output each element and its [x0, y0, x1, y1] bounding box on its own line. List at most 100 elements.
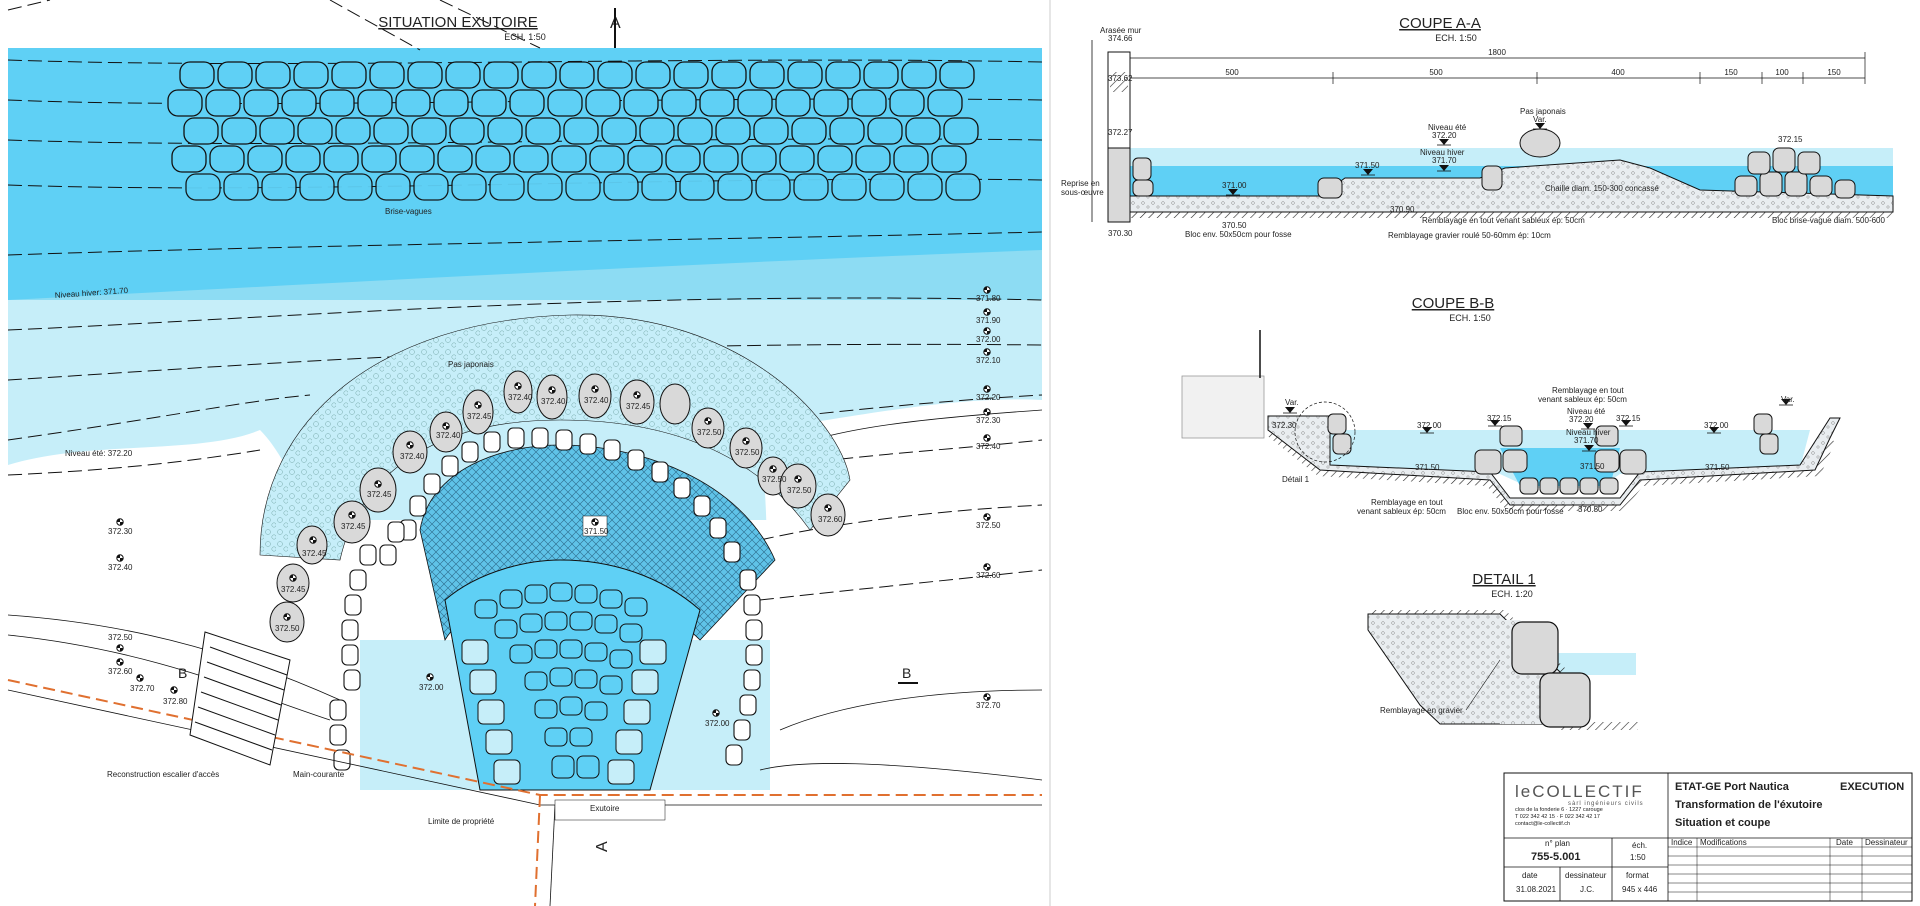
svg-text:1800: 1800: [1488, 48, 1506, 57]
svg-text:Remblayage en tout venant sabl: Remblayage en tout venant sableux ép: 50…: [1422, 216, 1585, 225]
svg-text:clos de la fonderie 6 · 1227 c: clos de la fonderie 6 · 1227 carouge: [1515, 807, 1603, 813]
svg-text:371.50: 371.50: [1580, 462, 1605, 471]
section-b-marker-right: B: [902, 665, 911, 681]
svg-text:Détail 1: Détail 1: [1282, 475, 1310, 484]
stepping-stones: [269, 370, 846, 643]
project-name: ETAT-GE Port Nautica: [1675, 781, 1790, 793]
label-brise-vagues: Brise-vagues: [385, 207, 432, 216]
svg-text:372.50: 372.50: [735, 448, 760, 457]
svg-text:372.30: 372.30: [108, 527, 133, 536]
svg-text:372.00: 372.00: [1704, 421, 1729, 430]
label-limite-propriete: Limite de propriété: [428, 817, 495, 826]
svg-text:sous-œuvre: sous-œuvre: [1061, 188, 1104, 197]
svg-text:371.50: 371.50: [1415, 463, 1440, 472]
svg-text:dessinateur: dessinateur: [1565, 871, 1607, 880]
svg-text:372.40: 372.40: [976, 442, 1001, 451]
svg-text:372.45: 372.45: [281, 585, 306, 594]
svg-text:371.50: 371.50: [1705, 463, 1730, 472]
svg-text:Niveau hiver: Niveau hiver: [1420, 148, 1465, 157]
svg-text:372.30: 372.30: [1272, 421, 1297, 430]
title-block: leCOLLECTIF sàrl ingénieurs civils clos …: [1503, 772, 1913, 902]
label-pas-japonais: Pas japonais: [448, 360, 494, 369]
svg-text:372.50: 372.50: [787, 486, 812, 495]
svg-text:370.50: 370.50: [1578, 505, 1603, 514]
svg-text:372.40: 372.40: [400, 452, 425, 461]
svg-text:format: format: [1626, 871, 1649, 880]
svg-text:1:50: 1:50: [1630, 853, 1646, 862]
svg-text:372.40: 372.40: [584, 396, 609, 405]
svg-text:Niveau été: Niveau été: [1428, 123, 1467, 132]
svg-text:371.70: 371.70: [1432, 156, 1457, 165]
situation-plan: SITUATION EXUTOIRE ECH. 1:50 A A B B Bri…: [7, 0, 1043, 906]
subject-line-1: Transformation de l'éxutoire: [1675, 799, 1822, 811]
svg-text:372.10: 372.10: [976, 356, 1001, 365]
level-lower-right: 372.00: [705, 719, 730, 728]
coupe-aa-scale: ECH. 1:50: [1435, 33, 1477, 43]
staircase: [189, 631, 291, 766]
svg-text:Niveau été: Niveau été: [1567, 407, 1606, 416]
svg-text:372.50: 372.50: [275, 624, 300, 633]
pebble-fan: [259, 314, 851, 561]
svg-text:Niveau hiver: Niveau hiver: [1566, 428, 1611, 437]
svg-text:372.60: 372.60: [976, 571, 1001, 580]
spot-levels-right: 371.80 371.90 372.00 372.10 372.20 372.3…: [976, 286, 1001, 710]
svg-text:J.C.: J.C.: [1580, 885, 1594, 894]
detail1-scale: ECH. 1:20: [1491, 589, 1533, 599]
svg-text:400: 400: [1611, 68, 1625, 77]
svg-text:374.66: 374.66: [1108, 34, 1133, 43]
svg-text:Var.: Var.: [1533, 115, 1547, 124]
svg-text:372.30: 372.30: [976, 416, 1001, 425]
svg-text:500: 500: [1429, 68, 1443, 77]
svg-text:Bloc env. 50x50cm pour fosse: Bloc env. 50x50cm pour fosse: [1185, 230, 1292, 239]
section-b-marker-left: B: [178, 665, 187, 681]
svg-text:372.45: 372.45: [367, 490, 392, 499]
section-a-marker-bottom: A: [594, 841, 611, 852]
svg-text:372.50: 372.50: [108, 633, 133, 642]
svg-text:372.00: 372.00: [1417, 421, 1442, 430]
coupe-aa-title: COUPE A-A: [1399, 15, 1481, 32]
svg-text:Var.: Var.: [1781, 395, 1795, 404]
svg-text:372.40: 372.40: [541, 397, 566, 406]
svg-text:372.15: 372.15: [1778, 135, 1803, 144]
svg-text:Remblayage gravier roulé 50-60: Remblayage gravier roulé 50-60mm ép: 10c…: [1388, 231, 1551, 240]
svg-text:venant sableux ép: 50cm: venant sableux ép: 50cm: [1538, 395, 1627, 404]
coupe-bb-title: COUPE B-B: [1412, 295, 1495, 312]
svg-text:date: date: [1522, 871, 1538, 880]
svg-text:Modifications: Modifications: [1700, 838, 1747, 847]
svg-text:éch.: éch.: [1632, 841, 1647, 850]
label-exutoire: Exutoire: [590, 804, 620, 813]
coupe-bb: COUPE B-B ECH. 1:50 Var. 372.30 372.00 3…: [1181, 295, 1841, 516]
svg-text:370.50: 370.50: [1222, 221, 1247, 230]
drawing-date: 31.08.2021: [1516, 885, 1557, 894]
svg-text:372.45: 372.45: [341, 522, 366, 531]
svg-text:n° plan: n° plan: [1545, 839, 1570, 848]
svg-text:372.15: 372.15: [1487, 414, 1512, 423]
svg-text:150: 150: [1724, 68, 1738, 77]
brise-vagues-blocks: [167, 61, 981, 201]
company-logo: leCOLLECTIF: [1515, 782, 1644, 801]
svg-text:373.62: 373.62: [1108, 74, 1133, 83]
svg-text:372.20: 372.20: [1569, 415, 1594, 424]
svg-text:contact@le-collectif.ch: contact@le-collectif.ch: [1515, 821, 1570, 827]
detail1-label: Remblayage en gravier: [1380, 706, 1463, 715]
svg-text:371.80: 371.80: [976, 294, 1001, 303]
svg-text:372.40: 372.40: [436, 431, 461, 440]
label-reconstruction-escalier: Reconstruction escalier d'accès: [107, 770, 219, 779]
coupe-aa: COUPE A-A ECH. 1:50 1800 500 500 400 150…: [1061, 15, 1894, 240]
plan-title: SITUATION EXUTOIRE: [378, 14, 537, 31]
svg-text:372.50: 372.50: [976, 521, 1001, 530]
label-niveau-ete: Niveau été: 372.20: [65, 449, 133, 458]
svg-text:370.30: 370.30: [1108, 229, 1133, 238]
svg-text:150: 150: [1827, 68, 1841, 77]
svg-text:372.60: 372.60: [818, 515, 843, 524]
svg-text:372.45: 372.45: [626, 402, 651, 411]
level-lower-left: 372.00: [419, 683, 444, 692]
svg-text:372.40: 372.40: [108, 563, 133, 572]
svg-text:Chaille diam. 150-300 concassé: Chaille diam. 150-300 concassé: [1545, 184, 1659, 193]
svg-text:Dessinateur: Dessinateur: [1865, 838, 1908, 847]
svg-text:Indice: Indice: [1671, 838, 1693, 847]
svg-text:sàrl ingénieurs civils: sàrl ingénieurs civils: [1568, 801, 1644, 807]
svg-text:Remblayage en tout: Remblayage en tout: [1371, 498, 1443, 507]
svg-text:Reprise en: Reprise en: [1061, 179, 1100, 188]
svg-text:371.90: 371.90: [976, 316, 1001, 325]
